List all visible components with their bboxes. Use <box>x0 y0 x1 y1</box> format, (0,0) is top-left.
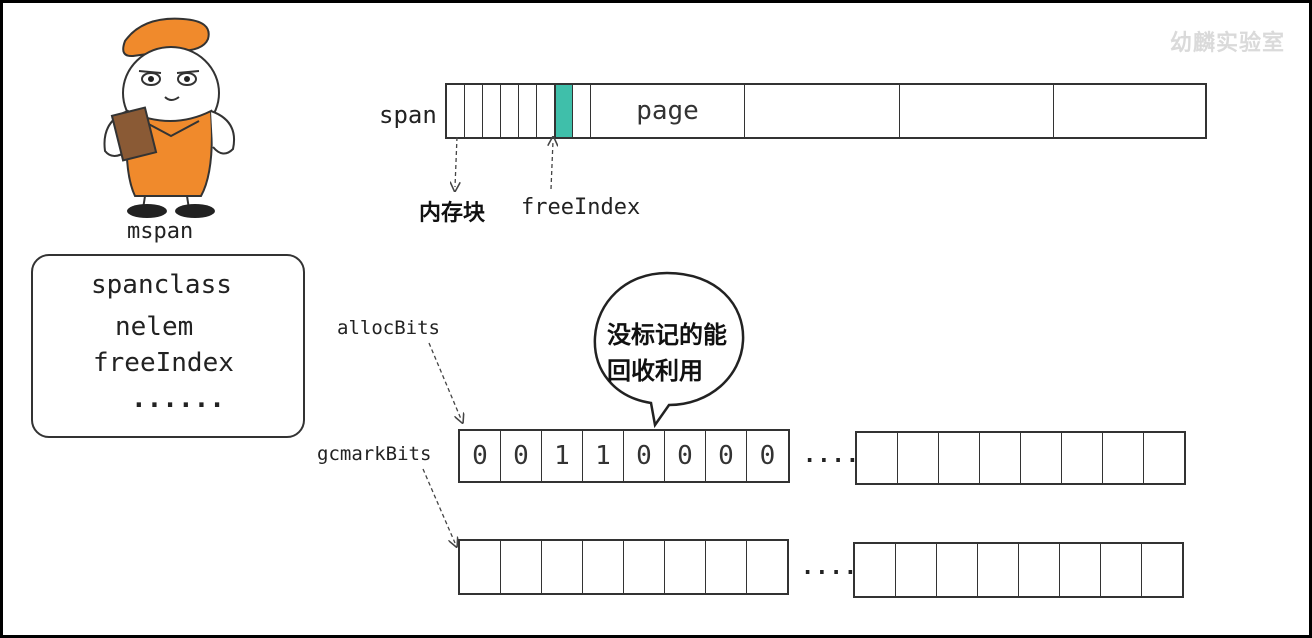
mspan-struct-box: spanclass nelem freeIndex ...... <box>31 254 305 438</box>
gcmarkbits-label: gcmarkBits <box>317 443 432 465</box>
bubble-text-line1: 没标记的能 <box>607 321 727 349</box>
pointer-arrows <box>422 3 1309 635</box>
allocbits-label: allocBits <box>337 317 440 339</box>
field-nelem: nelem <box>115 312 194 342</box>
bit-cell <box>747 541 787 593</box>
page-cell <box>900 85 1054 137</box>
bit-cell: 0 <box>624 431 665 481</box>
bit-cell <box>665 541 706 593</box>
bit-value: 0 <box>472 441 488 471</box>
mascot-caption: mspan <box>127 219 194 244</box>
memory-block <box>501 85 519 137</box>
memory-block-label: 内存块 <box>419 201 486 226</box>
watermark: 幼麟实验室 <box>1169 31 1285 56</box>
bit-cell <box>1060 544 1101 596</box>
bit-cell <box>1062 433 1103 483</box>
field-freeindex: freeIndex <box>93 348 234 378</box>
gcmarkbits-bitmap <box>458 539 789 595</box>
field-spanclass: spanclass <box>91 270 232 300</box>
bit-value: 0 <box>636 441 652 471</box>
bit-cell <box>501 541 542 593</box>
bit-cell <box>898 433 939 483</box>
bit-cell: 0 <box>460 431 501 481</box>
bit-cell <box>624 541 665 593</box>
field-ellipsis: ...... <box>131 384 225 414</box>
page-cell: page <box>591 85 745 137</box>
speech-bubble <box>593 271 745 429</box>
bit-value: 1 <box>595 441 611 471</box>
bit-value: 0 <box>513 441 529 471</box>
page-label: page <box>636 96 699 126</box>
memory-block <box>573 85 591 137</box>
bit-cell: 1 <box>542 431 583 481</box>
bit-cell <box>1021 433 1062 483</box>
bit-cell <box>1019 544 1060 596</box>
bit-cell <box>978 544 1019 596</box>
bubble-text-line2: 回收利用 <box>607 357 703 385</box>
bit-cell <box>1103 433 1144 483</box>
bit-cell <box>855 544 896 596</box>
bit-cell: 0 <box>706 431 747 481</box>
memory-block-freeindex <box>555 85 573 137</box>
bit-cell <box>583 541 624 593</box>
bit-cell <box>1142 544 1182 596</box>
bit-cell <box>460 541 501 593</box>
bit-cell <box>857 433 898 483</box>
memory-block <box>447 85 465 137</box>
gcmarkbits-bitmap-tail <box>853 542 1184 598</box>
freeindex-label: freeIndex <box>521 195 641 220</box>
bit-cell <box>937 544 978 596</box>
bit-cell <box>706 541 747 593</box>
bit-cell: 0 <box>501 431 542 481</box>
bit-cell <box>1101 544 1142 596</box>
memory-block <box>519 85 537 137</box>
bit-cell <box>980 433 1021 483</box>
span-bar: page <box>445 83 1207 139</box>
bit-cell: 0 <box>665 431 706 481</box>
memory-block <box>537 85 555 137</box>
mascot-illustration <box>103 17 235 218</box>
bit-cell: 1 <box>583 431 624 481</box>
allocbits-bitmap: 0 0 1 1 0 0 0 0 <box>458 429 790 483</box>
diagram-canvas: 幼麟实验室 mspan spanclass nelem freeIndex ..… <box>3 3 1309 635</box>
bit-cell: 0 <box>747 431 788 481</box>
bit-value: 0 <box>677 441 693 471</box>
memory-block <box>483 85 501 137</box>
memory-block <box>465 85 483 137</box>
page-cell <box>745 85 900 137</box>
span-label: span <box>379 101 437 129</box>
allocbits-bitmap-tail <box>855 431 1186 485</box>
bit-cell <box>939 433 980 483</box>
bit-cell <box>1144 433 1184 483</box>
bit-cell <box>542 541 583 593</box>
bit-value: 0 <box>759 441 776 471</box>
bit-value: 0 <box>718 441 734 471</box>
bit-cell <box>896 544 937 596</box>
bit-value: 1 <box>554 441 570 471</box>
